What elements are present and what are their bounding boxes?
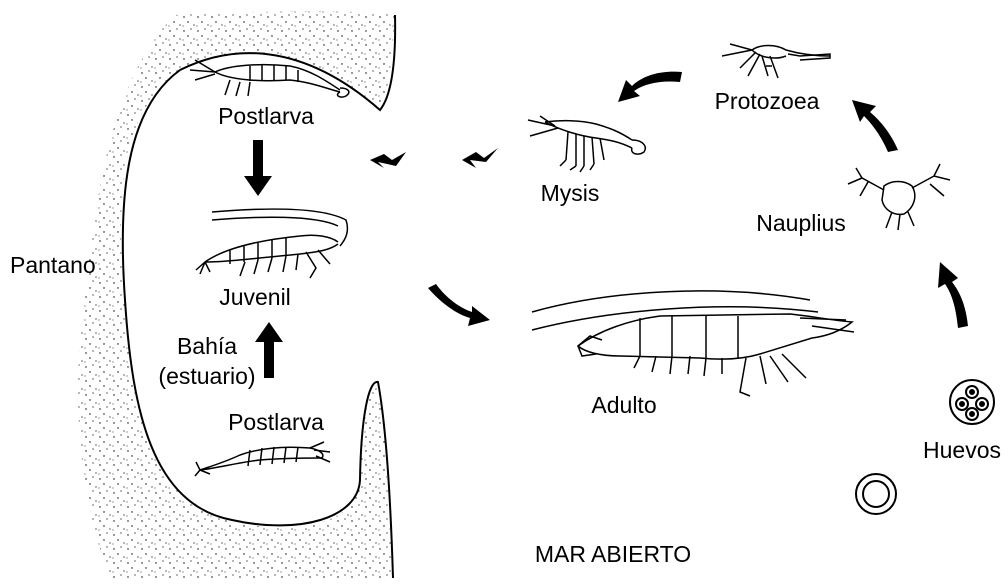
estuario-label: (estuario) [158,363,255,389]
huevos-label: Huevos [923,437,1001,463]
arrow-icon [428,284,490,326]
mar-abierto-label: MAR ABIERTO [535,541,691,567]
protozoea-label: Protozoea [715,88,820,114]
juvenil-label: Juvenil [219,284,291,310]
larva-icon [722,44,830,78]
pantano-label: Pantano [10,252,96,278]
larva-icon [848,164,950,230]
bahia-label: Bahía [177,333,237,359]
egg-icon [950,380,994,424]
shrimp-icon [532,291,854,396]
nauplius-label: Nauplius [756,210,846,236]
postlarva-top-label: Postlarva [218,103,314,129]
arrow-icon [938,262,968,328]
postlarva-bottom-label: Postlarva [228,409,324,435]
shrimp-icon [196,209,347,278]
arrow-icon [618,72,682,102]
arrow-icon [370,148,498,168]
arrow-icon [852,100,898,152]
egg-icon [856,474,896,514]
larva-icon [528,116,645,172]
adulto-label: Adulto [591,392,656,418]
mysis-label: Mysis [541,180,600,206]
larva-icon [195,442,330,476]
